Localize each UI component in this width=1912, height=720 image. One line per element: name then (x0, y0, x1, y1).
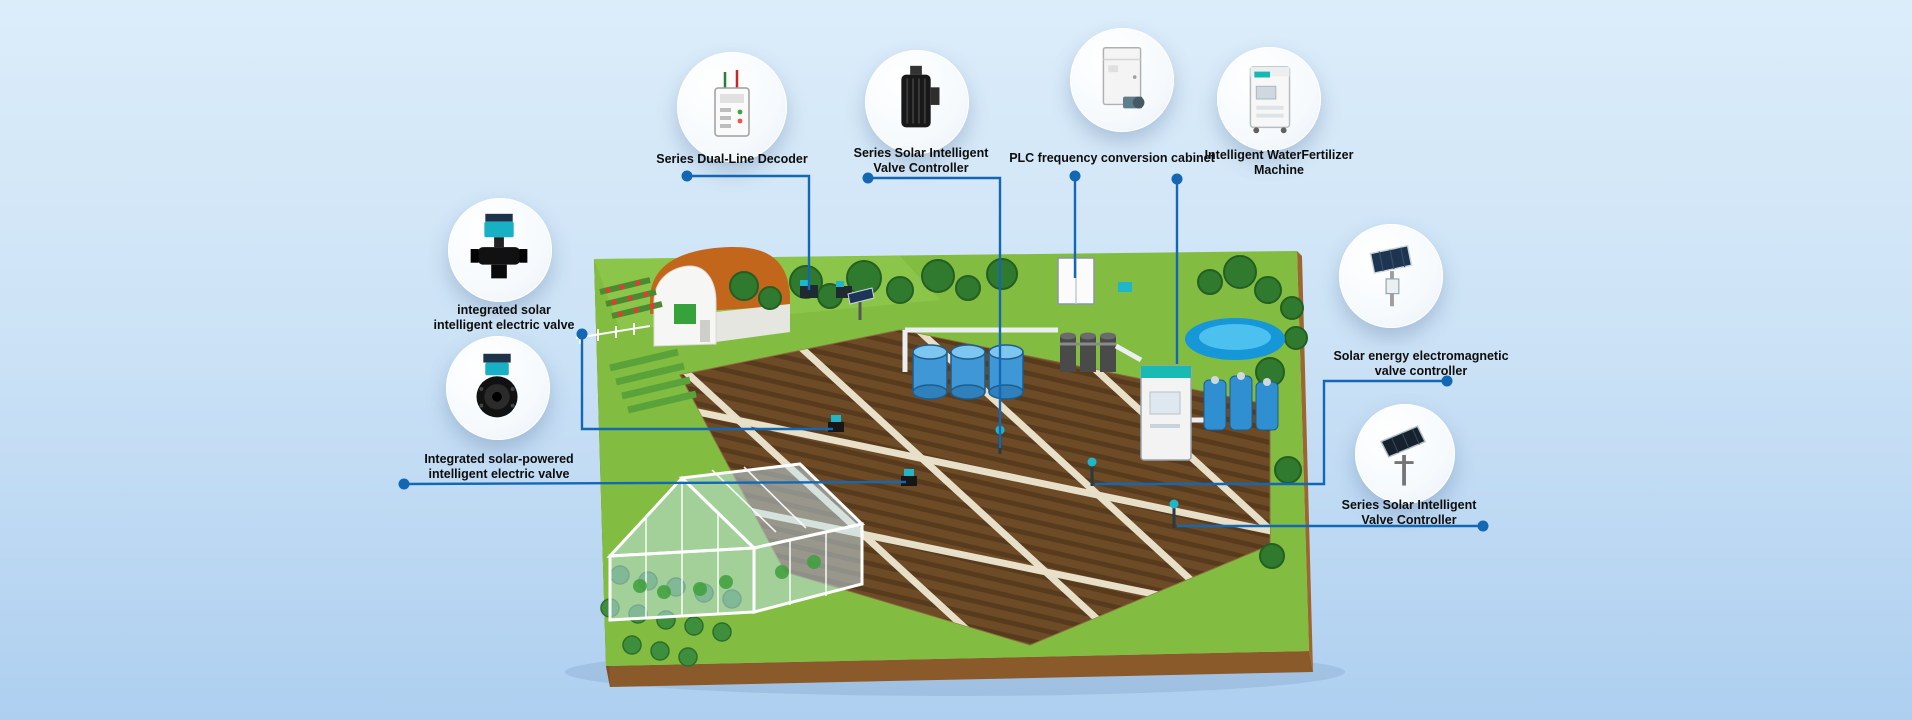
crop-fields (679, 329, 1271, 646)
garden-beds (575, 277, 697, 414)
label-solar-electromagnetic-controller: Solar energy electromagnetic valve contr… (1333, 349, 1509, 379)
water-fertilizer-machine-icon (1249, 66, 1291, 134)
greenhouse (606, 462, 866, 622)
filter-tanks (1060, 332, 1116, 372)
callout-bubble-dual-line-decoder (677, 52, 787, 162)
water-tanks (912, 344, 1024, 400)
field-devices (800, 280, 1179, 528)
label-plc-cabinet: PLC frequency conversion cabinet (1009, 151, 1215, 165)
trees (729, 255, 1308, 569)
label-integrated-solar-valve: integrated solar intelligent electric va… (433, 303, 575, 333)
fertilizer-barrels (1203, 372, 1279, 431)
solar-panel-pole-icon (1369, 244, 1413, 307)
farm-ground (594, 251, 1309, 666)
ground-shadow (565, 648, 1345, 696)
integrated-solar-valve-icon (470, 213, 528, 279)
callout-bubble-solar-valve-controller-top (865, 50, 969, 154)
dual-line-decoder-icon (714, 70, 750, 137)
callout-bubble-water-fertilizer-machine (1217, 47, 1321, 151)
callout-bubble-solar-valve-controller-right (1355, 404, 1455, 504)
callout-bubble-integrated-solar-valve (448, 198, 552, 302)
solar-valve-controller-icon (901, 65, 940, 128)
label-integrated-solar-powered-valve: Integrated solar-powered intelligent ele… (424, 452, 574, 482)
grass-highlight (594, 256, 940, 330)
label-water-fertilizer-machine: Intelligent WaterFertilizer Machine (1204, 148, 1354, 178)
pond (1185, 318, 1285, 360)
label-dual-line-decoder: Series Dual-Line Decoder (656, 152, 808, 166)
solar-panel-tilted-icon (1380, 425, 1427, 486)
soil-sides (594, 251, 1313, 687)
label-solar-valve-controller-top: Series Solar Intelligent Valve Controlle… (853, 146, 989, 176)
plc-cabinet-on-farm (1057, 257, 1132, 305)
plc-cabinet-icon (1102, 47, 1145, 109)
callout-bubble-plc-cabinet (1070, 28, 1174, 132)
callout-bubble-integrated-solar-powered-valve (446, 336, 550, 440)
fertigation-machine (1140, 365, 1192, 461)
orchard-bushes (600, 565, 742, 667)
label-solar-valve-controller-right: Series Solar Intelligent Valve Controlle… (1341, 498, 1477, 528)
callout-bubble-solar-electromagnetic-controller (1339, 224, 1443, 328)
barn (650, 246, 790, 347)
butterfly-valve-icon (476, 353, 518, 418)
pipes (902, 327, 1206, 423)
